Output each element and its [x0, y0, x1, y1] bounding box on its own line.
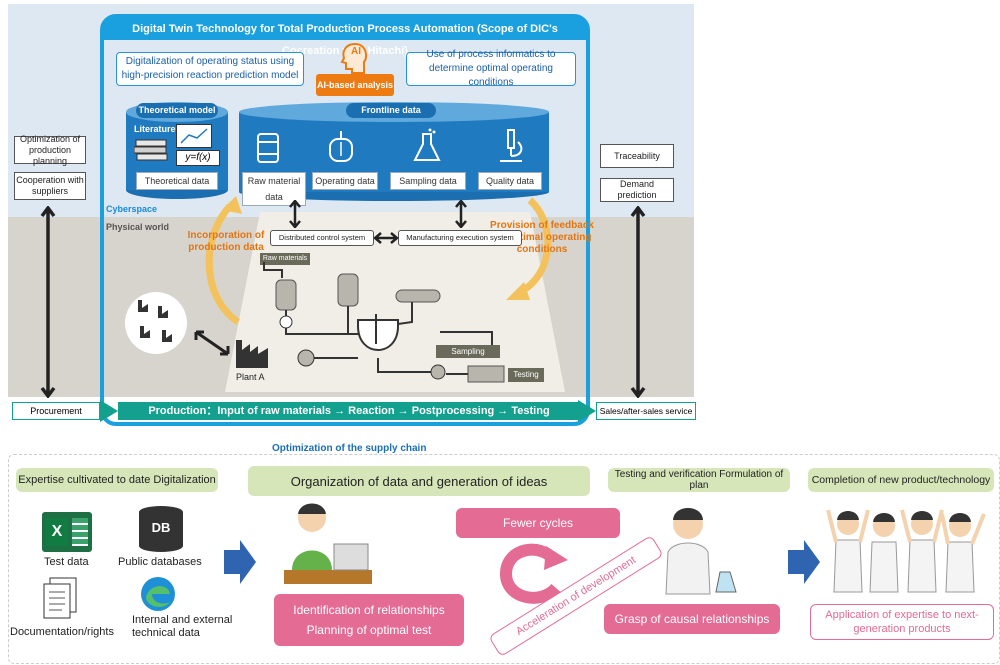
- operating-data-cell: Operating data: [312, 172, 378, 190]
- ai-badge: AI: [351, 46, 361, 57]
- sales-service-box: Sales/after-sales service: [596, 402, 696, 420]
- procurement-arrow: [100, 400, 118, 422]
- graph-icon: [176, 124, 212, 148]
- expertise-header: Expertise cultivated to date Digitalizat…: [16, 468, 218, 492]
- cyberspace-label: Cyberspace: [106, 204, 158, 214]
- traceability-box: Traceability: [600, 144, 674, 168]
- plant-link-arrow: [194, 330, 230, 356]
- formula-box: y=f(x): [176, 150, 220, 166]
- production-arrow-head: [578, 400, 596, 422]
- feedback-arrow: [506, 197, 552, 300]
- test-data-label: Test data: [44, 556, 89, 568]
- books-icon: [134, 139, 168, 161]
- documentation-label: Documentation/rights: [10, 626, 114, 638]
- relationships-line: Identification of relationships: [293, 603, 445, 617]
- digital-twin-title: Digital Twin Technology for Total Produc…: [103, 18, 587, 57]
- literature-label: Literature: [134, 124, 176, 134]
- callout-digitalization: Digitalization of operating status using…: [116, 52, 304, 86]
- testing-label: Testing: [508, 368, 544, 382]
- raw-materials-label: Raw materials: [260, 253, 310, 265]
- database-badge: DB: [151, 520, 171, 535]
- documents-icon: [43, 577, 77, 619]
- production-planning-box: Optimization of production planning: [14, 134, 86, 166]
- public-databases-label: Public databases: [118, 556, 202, 568]
- production-flow-bar: Production：Input of raw materials → Reac…: [118, 402, 580, 420]
- right-vertical-arrow: [630, 206, 646, 398]
- system-link-arrow: [374, 232, 398, 244]
- manufacturing-execution-system: Manufacturing execution system: [398, 230, 522, 246]
- stage-arrow-1: [224, 540, 256, 584]
- next-generation-box: Application of expertise to next-generat…: [810, 604, 994, 640]
- process-schematic: [263, 262, 505, 383]
- left-vertical-arrow: [40, 206, 56, 398]
- ai-analysis-label: AI-based analysis: [316, 74, 394, 96]
- causal-relationships-box: Grasp of causal relationships: [604, 604, 780, 634]
- digital-twin-frame: [100, 14, 590, 426]
- relationships-box: Identification of relationships Planning…: [274, 594, 464, 646]
- flask-icon: [413, 128, 441, 161]
- cycle-arrow-icon: [499, 543, 568, 604]
- feedback-label: Provision of feedback on optimal operati…: [490, 220, 594, 255]
- dcs-link-arrow: [289, 200, 301, 228]
- factories-cluster-icon: [125, 292, 187, 354]
- supplier-cooperation-box: Cooperation with suppliers: [14, 172, 86, 200]
- database-icon: [139, 506, 183, 552]
- incorporation-label: Incorporation of production data: [187, 230, 265, 253]
- mes-link-arrow: [455, 200, 467, 228]
- distributed-control-system: Distributed control system: [270, 230, 374, 246]
- barrel-icon: [257, 133, 279, 163]
- demand-prediction-box: Demand prediction: [600, 178, 674, 202]
- stage-arrow-2: [788, 540, 820, 584]
- reactor-icon: [329, 131, 353, 162]
- edge-browser-icon: [141, 577, 175, 611]
- testing-verification-header: Testing and verification Formulation of …: [608, 468, 790, 492]
- theoretical-data-cell: Theoretical data: [136, 172, 218, 190]
- supply-chain-label: Optimization of the supply chain: [272, 443, 427, 454]
- plant-a-label: Plant A: [236, 372, 265, 382]
- optimal-test-line: Planning of optimal test: [306, 623, 432, 637]
- sampling-data-cell: Sampling data: [390, 172, 466, 190]
- celebrating-team-icon: [826, 509, 986, 593]
- technical-data-label: Internal and external technical data: [132, 614, 233, 639]
- plant-a-icon: [236, 340, 268, 368]
- fewer-cycles-box: Fewer cycles: [456, 508, 620, 538]
- excel-icon: X: [42, 512, 92, 552]
- physical-world-label: Physical world: [106, 222, 170, 232]
- procurement-box: Procurement: [12, 402, 100, 420]
- microscope-icon: [500, 129, 523, 162]
- completion-header: Completion of new product/technology: [808, 468, 994, 492]
- researcher-icon: [665, 508, 737, 595]
- theoretical-model-label: Theoretical model: [136, 103, 218, 118]
- ai-head-icon: [340, 42, 368, 74]
- sampling-label: Sampling: [436, 345, 500, 358]
- incorporation-arrow: [205, 196, 242, 325]
- callout-process-informatics: Use of process informatics to determine …: [406, 49, 576, 88]
- quality-data-cell: Quality data: [478, 172, 542, 190]
- frontline-data-label: Frontline data: [346, 103, 436, 118]
- organization-header: Organization of data and generation of i…: [248, 466, 590, 496]
- person-at-laptop-icon: [284, 503, 372, 584]
